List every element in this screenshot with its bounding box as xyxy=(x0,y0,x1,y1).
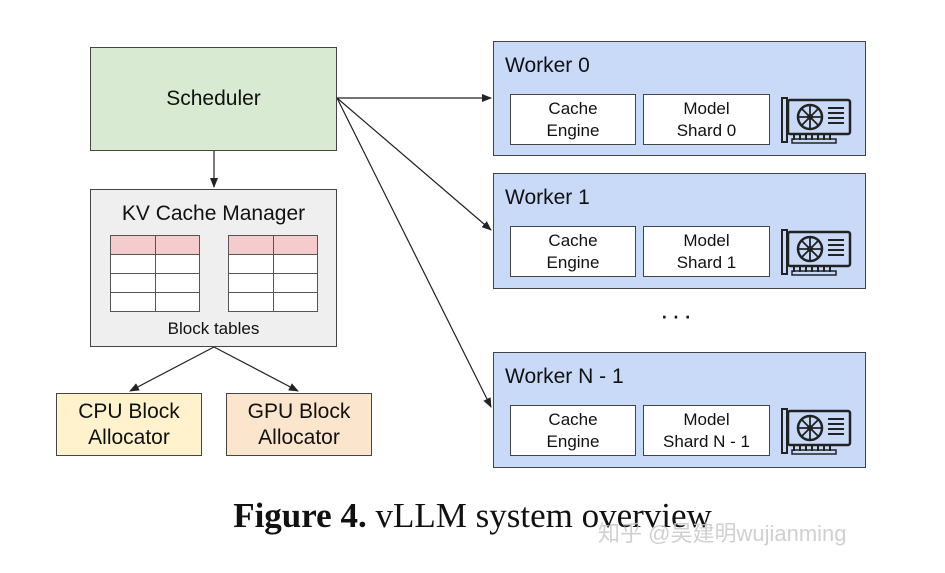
model-shard-line1: Model xyxy=(683,98,730,118)
worker-title: Worker N - 1 xyxy=(505,365,624,388)
cpu-allocator-line2: Allocator xyxy=(88,425,170,449)
model-shard-line1: Model xyxy=(683,409,730,429)
worker-title: Worker 1 xyxy=(505,186,590,209)
block-tables-label: Block tables xyxy=(167,319,260,338)
cache-engine-line2: Engine xyxy=(546,431,600,451)
model-shard-line2: Shard 0 xyxy=(676,120,737,140)
cpu-allocator-line1: CPU Block xyxy=(78,399,180,423)
gpu-allocator-line2: Allocator xyxy=(258,425,340,449)
scheduler-label: Scheduler xyxy=(166,87,261,110)
block-table-1 xyxy=(110,235,200,312)
cpu-block-allocator-box: CPU Block Allocator xyxy=(56,393,202,456)
arrow-kv-to-cpu xyxy=(129,346,215,392)
figure-caption: Figure 4. vLLM system overview xyxy=(0,496,945,536)
cache-engine-line1: Cache xyxy=(548,409,598,429)
arrow-kv-to-gpu xyxy=(213,346,299,392)
worker-title: Worker 0 xyxy=(505,54,590,77)
gpu-block-allocator-box: GPU Block Allocator xyxy=(226,393,372,456)
cache-engine-line2: Engine xyxy=(546,252,600,272)
gpu-card-icon xyxy=(781,97,852,144)
model-shard-line1: Model xyxy=(683,230,730,250)
model-shard-line2: Shard 1 xyxy=(676,252,737,272)
gpu-card-icon xyxy=(781,229,852,276)
ellipsis: ··· xyxy=(660,300,695,330)
scheduler-box: Scheduler xyxy=(90,47,337,151)
figure-label: Figure 4. xyxy=(233,496,367,535)
block-table-2 xyxy=(228,235,318,312)
model-shard-line2: Shard N - 1 xyxy=(663,431,750,451)
watermark: 知乎 @吴建明wujianming xyxy=(598,521,847,546)
kv-cache-manager-title: KV Cache Manager xyxy=(121,202,306,225)
cache-engine-line2: Engine xyxy=(546,120,600,140)
gpu-card-icon xyxy=(781,408,852,455)
kv-cache-manager-box: KV Cache Manager Block tables xyxy=(90,189,337,347)
arrow-scheduler-to-worker-n1 xyxy=(336,97,492,408)
cache-engine-line1: Cache xyxy=(548,230,598,250)
figure-caption-text: vLLM system overview xyxy=(366,496,712,535)
cache-engine-line1: Cache xyxy=(548,98,598,118)
arrow-scheduler-to-worker-1 xyxy=(336,97,492,231)
gpu-allocator-line1: GPU Block xyxy=(247,399,351,423)
